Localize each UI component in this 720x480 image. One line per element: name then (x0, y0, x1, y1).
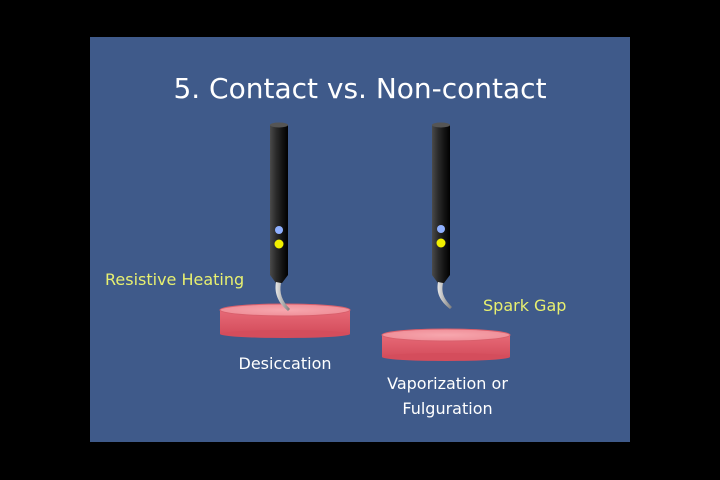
right-mode-label: Spark Gap (483, 296, 567, 315)
left-mode-label: Resistive Heating (105, 270, 245, 289)
diagram-graphics (219, 122, 511, 361)
slide: 5. Contact vs. Non-contact Resistive Hea… (90, 37, 630, 442)
left-tissue-disc-icon (219, 303, 351, 338)
slide-title: 5. Contact vs. Non-contact (173, 72, 547, 105)
left-electrosurgical-pencil-icon (270, 122, 290, 311)
left-result-label: Desiccation (238, 354, 332, 373)
right-result-label-line2: Fulguration (402, 399, 493, 418)
right-tissue-disc-icon (381, 328, 511, 361)
right-result-label-line1: Vaporization or (387, 374, 508, 393)
right-electrosurgical-pencil-icon (432, 122, 452, 309)
